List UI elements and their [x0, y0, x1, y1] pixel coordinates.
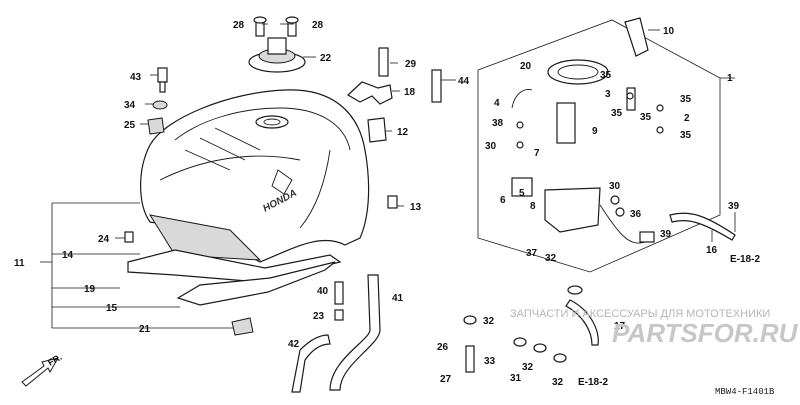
callout-35b: 35 [680, 94, 692, 105]
callout-33: 33 [484, 356, 496, 367]
filter-10 [624, 17, 649, 57]
callout-4: 4 [494, 98, 500, 109]
callout-31: 31 [510, 373, 522, 384]
callout-5: 5 [519, 188, 525, 199]
callout-14: 14 [62, 250, 74, 261]
front-label: FR. [46, 352, 64, 368]
callout-7: 7 [534, 148, 540, 159]
callout-21: 21 [139, 324, 151, 335]
callout-42: 42 [288, 339, 300, 350]
washer-34 [152, 100, 168, 110]
callout-36: 36 [630, 209, 642, 220]
callout-41: 41 [392, 293, 404, 304]
callout-35d: 35 [680, 130, 692, 141]
callout-12: 12 [397, 127, 409, 138]
bolt-24 [124, 231, 134, 243]
bolt-26 [465, 345, 475, 373]
fuel-pump-group [477, 17, 721, 273]
clip-32 [567, 285, 583, 295]
callout-16: 16 [706, 245, 718, 256]
callout-20: 20 [520, 61, 532, 72]
callout-28b: 28 [312, 20, 324, 31]
callout-13: 13 [410, 202, 422, 213]
callout-35e: 35 [611, 108, 623, 119]
callout-39a: 39 [660, 229, 672, 240]
callout-23: 23 [313, 311, 325, 322]
callout-28a: 28 [233, 20, 245, 31]
watermark-caption: ЗАПЧАСТИ И АКСЕССУАРЫ ДЛЯ МОТОТЕХНИКИ [510, 308, 770, 320]
pump-body-8 [544, 187, 601, 233]
bolt-44 [431, 69, 442, 103]
hose-41 [329, 274, 381, 391]
callout-8: 8 [530, 201, 536, 212]
clip-32b [463, 315, 477, 325]
watermark-logo: PARTSFOR.RU [612, 318, 799, 348]
bracket-parts [346, 47, 442, 143]
rubber-13 [387, 195, 398, 209]
callout-38: 38 [492, 118, 504, 129]
ref-e18-2-lower: E-18-2 [578, 377, 608, 388]
front-direction-arrow: FR. [21, 352, 64, 387]
callout-32b: 32 [483, 316, 495, 327]
callout-3: 3 [605, 89, 611, 100]
filter-40 [334, 281, 344, 305]
callout-29: 29 [405, 59, 417, 70]
callout-34: 34 [124, 100, 136, 111]
callout-26: 26 [437, 342, 449, 353]
ref-e18-2-upper: E-18-2 [730, 254, 760, 265]
lower-hoses [291, 274, 599, 393]
hose-4 [511, 89, 533, 109]
callout-numbers: 1 2 3 4 5 6 7 8 9 10 11 12 13 14 15 16 1… [14, 20, 740, 388]
callout-32a: 32 [545, 253, 557, 264]
callout-37: 37 [526, 248, 538, 259]
bolt-43 [157, 67, 168, 83]
callout-1: 1 [727, 73, 733, 84]
callout-22: 22 [320, 53, 332, 64]
callout-32c: 32 [522, 362, 534, 373]
hose-17 [565, 299, 599, 346]
callout-43: 43 [130, 72, 142, 83]
callout-2: 2 [684, 113, 690, 124]
callout-19: 19 [84, 284, 96, 295]
callout-27: 27 [440, 374, 452, 385]
callout-30a: 30 [485, 141, 497, 152]
tank-bracket-lines [40, 202, 235, 329]
joint-23 [334, 309, 344, 321]
callout-11: 11 [14, 258, 25, 269]
rubber-25 [147, 117, 165, 135]
callout-44: 44 [458, 76, 470, 87]
callout-40: 40 [317, 286, 329, 297]
rubber-21 [231, 317, 254, 336]
callout-17: 17 [614, 321, 626, 332]
callout-35c: 35 [640, 112, 652, 123]
callout-10: 10 [663, 26, 675, 37]
callout-15: 15 [106, 303, 118, 314]
callout-25: 25 [124, 120, 136, 131]
gasket-20 [547, 59, 609, 85]
callout-24: 24 [98, 234, 110, 245]
fuel-tank: HONDA [140, 89, 370, 263]
tank-pads [127, 214, 342, 306]
front-arrow-icon [21, 357, 60, 387]
leader-lines [115, 23, 736, 242]
bracket-18 [346, 81, 393, 105]
sender-6 [511, 177, 533, 197]
fuel-cap-assembly [248, 16, 306, 73]
callout-30b: 30 [609, 181, 621, 192]
callout-18: 18 [404, 87, 416, 98]
bolt-29 [378, 47, 389, 77]
hose-16 [669, 212, 736, 241]
callout-9: 9 [592, 126, 598, 137]
hose-42 [291, 334, 331, 393]
callout-35a: 35 [600, 70, 612, 81]
rubber-12 [367, 117, 387, 143]
callout-32d: 32 [552, 377, 564, 388]
small-parts-left [124, 67, 398, 336]
diagram-code: MBW4-F1401B [715, 387, 775, 397]
pump-9 [556, 102, 576, 144]
callout-6: 6 [500, 195, 506, 206]
callout-39b: 39 [728, 201, 740, 212]
